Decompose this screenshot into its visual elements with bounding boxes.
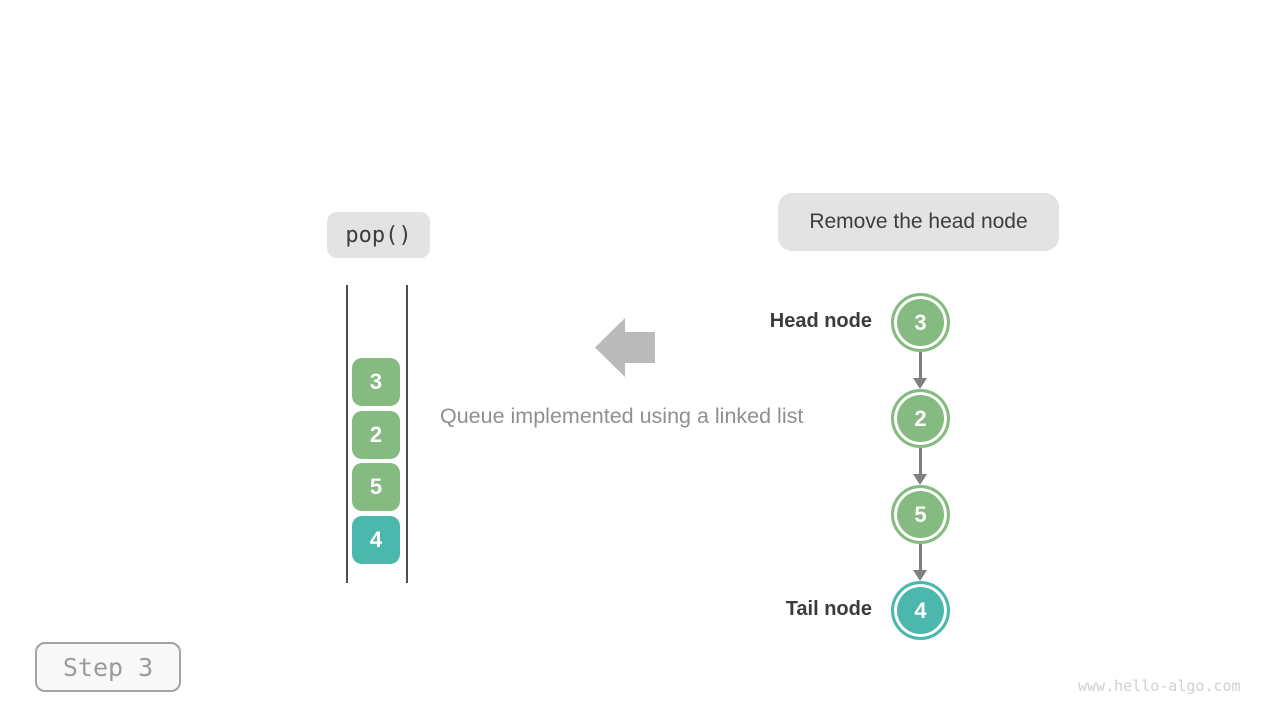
linked-list-node-tail: 4: [891, 581, 950, 640]
queue-stack: 3 2 5 4: [352, 358, 400, 564]
next-pointer-arrow-icon: [913, 352, 928, 389]
queue-item: 2: [352, 410, 400, 459]
queue-container-right-rail: [406, 285, 408, 583]
linked-list-node: 5: [891, 485, 950, 544]
watermark: www.hello-algo.com: [1078, 677, 1241, 695]
pop-operation-label: pop(): [327, 212, 430, 258]
next-pointer-arrow-icon: [913, 448, 928, 485]
next-pointer-arrow-icon: [913, 544, 928, 581]
queue-item-value: 2: [369, 421, 383, 447]
queue-item-value: 4: [369, 526, 383, 552]
node-value: 2: [914, 405, 927, 431]
diagram-caption: Queue implemented using a linked list: [440, 404, 804, 428]
queue-container-left-rail: [346, 285, 348, 583]
queue-item: 3: [352, 358, 400, 406]
step-badge-text: Step 3: [62, 652, 154, 682]
linked-list-node-head: 3: [891, 293, 950, 352]
node-value: 4: [914, 597, 927, 623]
left-block-arrow-icon: [595, 318, 655, 377]
queue-item-value: 5: [369, 474, 383, 500]
pop-operation-text: pop(): [345, 222, 412, 248]
annotation-text: Remove the head node: [809, 210, 1028, 233]
step-badge: Step 3: [35, 642, 181, 692]
node-value: 5: [914, 501, 927, 527]
node-value: 3: [914, 309, 927, 335]
tail-node-label: Tail node: [785, 598, 872, 620]
queue-item: 5: [352, 463, 400, 512]
queue-item: 4: [352, 515, 400, 564]
annotation-pill: Remove the head node: [778, 193, 1059, 251]
linked-list-node: 2: [891, 389, 950, 448]
queue-item-value: 3: [369, 369, 383, 394]
head-node-label: Head node: [769, 310, 872, 332]
